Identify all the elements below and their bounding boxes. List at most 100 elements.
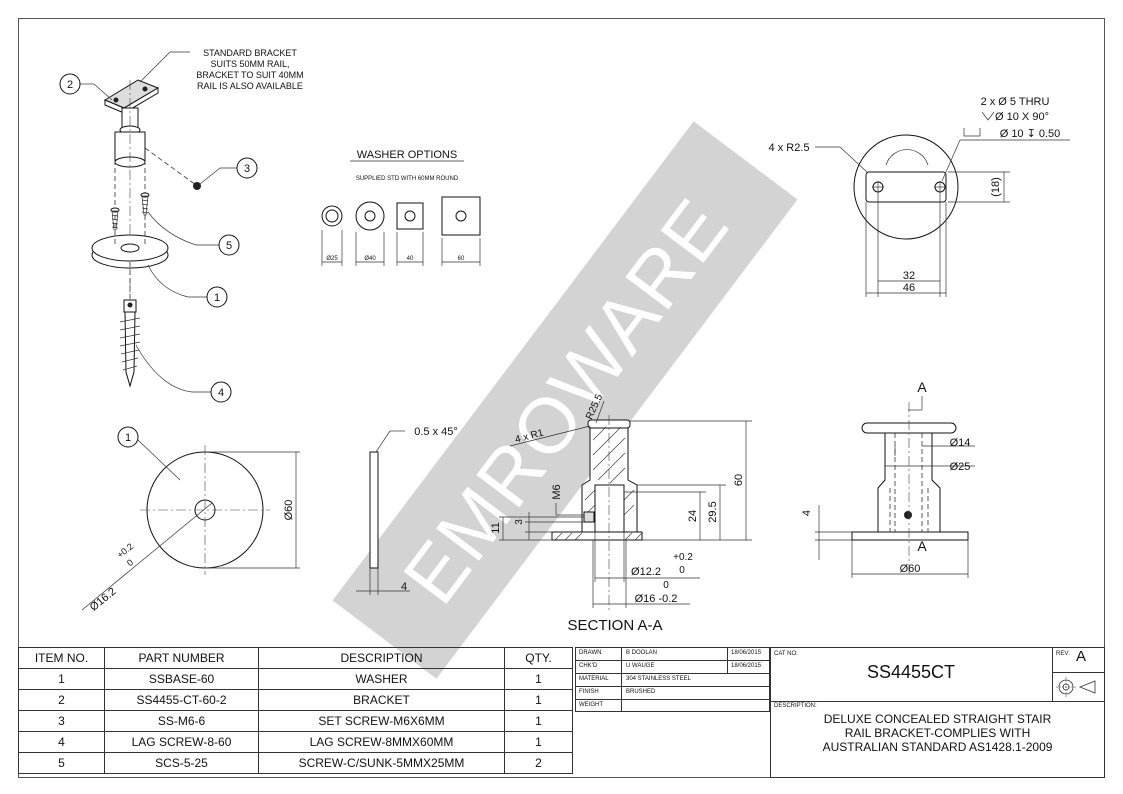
bom-cell: LAG SCREW-8MMX60MM bbox=[258, 731, 505, 753]
svg-text:4: 4 bbox=[801, 510, 813, 516]
svg-text:0: 0 bbox=[663, 580, 669, 591]
svg-text:60: 60 bbox=[458, 256, 465, 262]
bom-cell: WASHER bbox=[258, 668, 505, 690]
bracket-note: STANDARD BRACKET SUITS 50MM RAIL, BRACKE… bbox=[139, 48, 304, 91]
description: DELUXE CONCEALED STRAIGHT STAIR RAIL BRA… bbox=[822, 712, 1053, 754]
rev-label: REV: bbox=[1056, 651, 1070, 657]
balloon-4: 4 bbox=[135, 344, 232, 403]
balloon-5: 5 bbox=[147, 211, 240, 256]
bill-of-materials: ITEM NO. PART NUMBER DESCRIPTION QTY. 1 … bbox=[18, 647, 573, 774]
svg-text:Ø16 -0.2: Ø16 -0.2 bbox=[635, 593, 678, 605]
projection-symbol-icon bbox=[1056, 677, 1096, 697]
exploded-view bbox=[91, 79, 201, 388]
bom-cell: SCS-5-25 bbox=[104, 752, 259, 774]
material-label: MATERIAL bbox=[579, 676, 609, 682]
svg-text:Ø25: Ø25 bbox=[326, 256, 338, 262]
bom-cell: 2 bbox=[18, 689, 105, 711]
svg-text:32: 32 bbox=[903, 270, 915, 282]
checked-date: 18/06/2015 bbox=[731, 663, 762, 669]
bom-cell: SSBASE-60 bbox=[104, 668, 259, 690]
bom-cell: LAG SCREW-8-60 bbox=[104, 731, 259, 753]
svg-text:Ø 10 X 90°: Ø 10 X 90° bbox=[995, 111, 1049, 123]
bom-cell: 3 bbox=[18, 710, 105, 732]
bom-cell: SET SCREW-M6X6MM bbox=[258, 710, 505, 732]
balloon-1: 1 bbox=[147, 264, 228, 308]
drawn-name: B DOOLAN bbox=[626, 650, 658, 656]
bom-cell: SCREW-C/SUNK-5MMX25MM bbox=[258, 752, 505, 774]
svg-text:1: 1 bbox=[214, 292, 220, 304]
bom-header: ITEM NO. bbox=[18, 647, 105, 669]
bom-cell: 1 bbox=[504, 731, 573, 753]
revision: A bbox=[1076, 648, 1087, 665]
approvals-grid bbox=[575, 647, 770, 712]
svg-text:11: 11 bbox=[490, 522, 502, 533]
watermark: EMROWARE bbox=[332, 121, 798, 679]
bom-cell: SS4455-CT-60-2 bbox=[104, 689, 259, 711]
bom-row: 3 SS-M6-6 SET SCREW-M6X6MM 1 bbox=[18, 710, 573, 732]
svg-text:Ø 10 ↧ 0.50: Ø 10 ↧ 0.50 bbox=[1000, 128, 1061, 140]
svg-text:0: 0 bbox=[679, 565, 685, 576]
svg-text:3: 3 bbox=[244, 163, 250, 175]
svg-text:RAIL IS ALSO AVAILABLE: RAIL IS ALSO AVAILABLE bbox=[197, 81, 303, 91]
top-view: 4 x R2.5 2 x Ø 5 THRU Ø 10 X 90° Ø 10 ↧ … bbox=[769, 96, 1070, 297]
svg-text:STANDARD BRACKET: STANDARD BRACKET bbox=[203, 48, 297, 58]
svg-text:Ø14: Ø14 bbox=[950, 437, 971, 449]
svg-text:Ø40: Ø40 bbox=[364, 256, 376, 262]
bom-header-row: ITEM NO. PART NUMBER DESCRIPTION QTY. bbox=[18, 647, 573, 669]
svg-text:A: A bbox=[917, 379, 927, 395]
bom-cell: 5 bbox=[18, 752, 105, 774]
svg-text:1: 1 bbox=[125, 432, 131, 444]
svg-text:2 x Ø 5 THRU: 2 x Ø 5 THRU bbox=[981, 96, 1050, 108]
svg-text:0: 0 bbox=[125, 557, 135, 568]
svg-text:24: 24 bbox=[687, 510, 699, 522]
washer-plan-view: Ø60 Ø16.2 +0.2 0 1 bbox=[81, 426, 300, 614]
svg-text:60: 60 bbox=[733, 474, 745, 486]
svg-text:40: 40 bbox=[407, 256, 414, 262]
weight-label: WEIGHT bbox=[579, 702, 603, 708]
svg-text:Ø16.2: Ø16.2 bbox=[88, 586, 119, 614]
description-label: DESCRIPTION: bbox=[774, 703, 817, 709]
svg-text:+0.2: +0.2 bbox=[115, 541, 135, 560]
washer-options-title: WASHER OPTIONS bbox=[357, 149, 457, 161]
cat-label: CAT NO: bbox=[774, 651, 798, 657]
bom-cell: 2 bbox=[504, 752, 573, 774]
svg-text:46: 46 bbox=[903, 282, 915, 294]
catalog-box bbox=[770, 647, 1105, 778]
section-view: R25.5 4 x R1 60 29.5 24 M6 11 3 Ø bbox=[490, 392, 752, 634]
svg-text:(18): (18) bbox=[990, 177, 1002, 197]
svg-text:+0.2: +0.2 bbox=[673, 552, 693, 563]
bom-cell: 1 bbox=[504, 689, 573, 711]
section-label: SECTION A-A bbox=[567, 617, 662, 634]
svg-text:Ø12.2: Ø12.2 bbox=[631, 566, 661, 578]
drawing-sheet bbox=[18, 18, 1105, 778]
bom-row: 5 SCS-5-25 SCREW-C/SUNK-5MMX25MM 2 bbox=[18, 752, 573, 774]
bom-cell: 1 bbox=[504, 710, 573, 732]
bom-row: 1 SSBASE-60 WASHER 1 bbox=[18, 668, 573, 690]
balloon-2: 2 bbox=[59, 73, 113, 101]
drawn-date: 18/06/2015 bbox=[731, 650, 762, 656]
bom-cell: SS-M6-6 bbox=[104, 710, 259, 732]
finish-label: FINISH bbox=[579, 689, 599, 695]
bom-cell: 1 bbox=[18, 668, 105, 690]
svg-text:4: 4 bbox=[401, 581, 407, 593]
bom-cell: 4 bbox=[18, 731, 105, 753]
washer-options: WASHER OPTIONS SUPPLIED STD WITH 60MM RO… bbox=[321, 149, 481, 266]
svg-text:SUITS 50MM RAIL,: SUITS 50MM RAIL, bbox=[210, 59, 289, 69]
finish-value: BRUSHED bbox=[626, 689, 656, 695]
bom-header: QTY. bbox=[504, 647, 573, 669]
svg-text:0.5 x 45°: 0.5 x 45° bbox=[414, 426, 458, 438]
material-value: 304 STAINLESS STEEL bbox=[626, 676, 691, 682]
svg-text:Ø60: Ø60 bbox=[900, 563, 921, 575]
balloon-3: 3 bbox=[199, 157, 258, 185]
bom-row: 4 LAG SCREW-8-60 LAG SCREW-8MMX60MM 1 bbox=[18, 731, 573, 753]
svg-text:4 x R2.5: 4 x R2.5 bbox=[769, 142, 810, 154]
bom-cell: 1 bbox=[504, 668, 573, 690]
svg-text:3: 3 bbox=[514, 519, 525, 525]
washer-edge-view: 0.5 x 45° 4 bbox=[356, 426, 458, 595]
bom-header: PART NUMBER bbox=[104, 647, 259, 669]
svg-text:2: 2 bbox=[67, 79, 73, 91]
checked-label: CHK'D bbox=[579, 663, 598, 669]
bom-header: DESCRIPTION bbox=[258, 647, 505, 669]
svg-text:M6: M6 bbox=[551, 484, 563, 499]
